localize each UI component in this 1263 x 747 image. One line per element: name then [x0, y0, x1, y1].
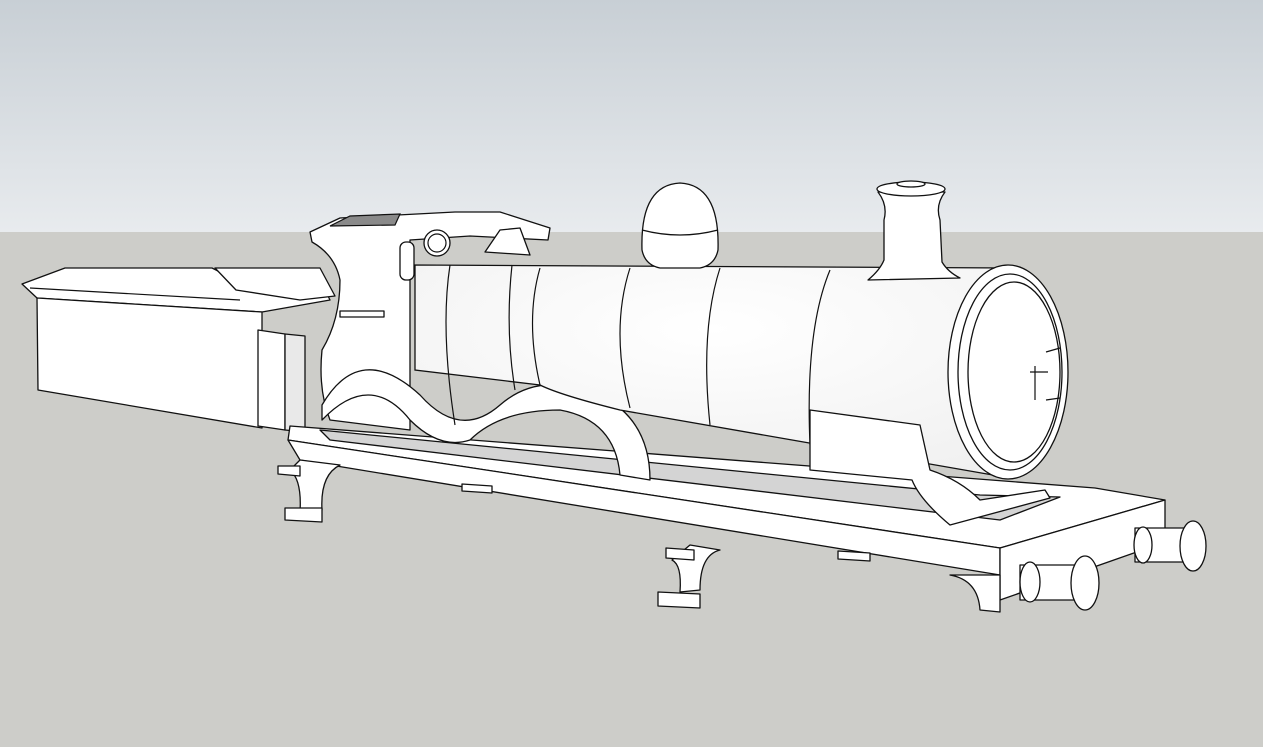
- locomotive-model[interactable]: [21, 180, 1207, 613]
- cab[interactable]: [309, 211, 651, 481]
- boiler[interactable]: [414, 180, 1069, 526]
- buffers[interactable]: [1019, 520, 1207, 611]
- sky: [0, 0, 1263, 232]
- tender[interactable]: [21, 267, 336, 433]
